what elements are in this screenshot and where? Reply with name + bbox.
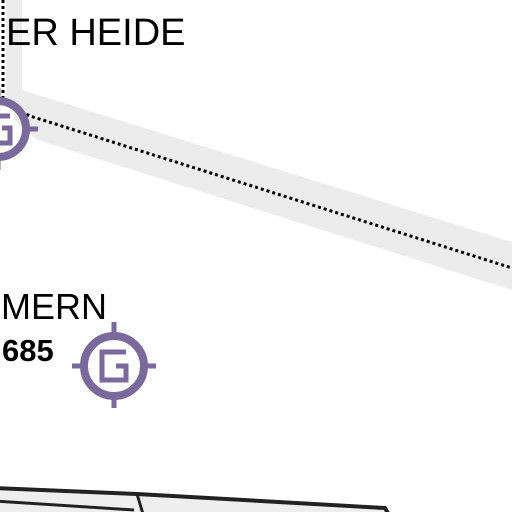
boundary-band-vertical bbox=[6, 0, 20, 100]
road-junction bbox=[135, 493, 144, 512]
place-label-heide: ER HEIDE bbox=[6, 12, 186, 54]
glider-site-icon[interactable] bbox=[0, 88, 38, 170]
road-edge-top bbox=[0, 486, 390, 512]
elevation-label: 685 bbox=[2, 333, 54, 368]
place-label-mern: MERN bbox=[1, 286, 107, 327]
boundary-band bbox=[14, 0, 512, 290]
glider-site-icon[interactable] bbox=[72, 322, 156, 408]
road-edge-inner bbox=[0, 499, 135, 512]
